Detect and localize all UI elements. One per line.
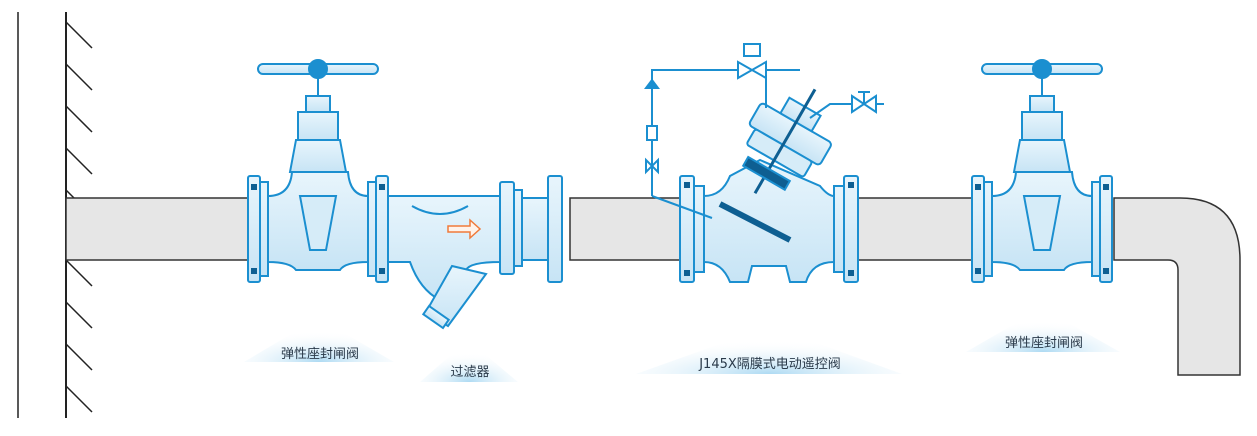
gate-valve-left-label: 弹性座封闸阀: [280, 347, 359, 362]
handwheel-icon: [981, 59, 1103, 79]
gate-valve-left: [247, 59, 389, 283]
solenoid-valve-icon: [737, 43, 767, 80]
label-glows: [244, 308, 1120, 382]
strainer: [387, 175, 563, 330]
control-valve: [644, 43, 884, 283]
handwheel-icon: [257, 59, 379, 79]
strainer-label: 过滤器: [450, 365, 490, 380]
needle-valve-icon: [851, 91, 877, 114]
flow-arrow-icon: [447, 218, 482, 240]
control-valve-label: J145X隔膜式电动遥控阀: [699, 357, 841, 372]
gate-valve-right-label: 弹性座封闸阀: [1004, 336, 1083, 351]
gate-valve-right: [971, 59, 1113, 283]
